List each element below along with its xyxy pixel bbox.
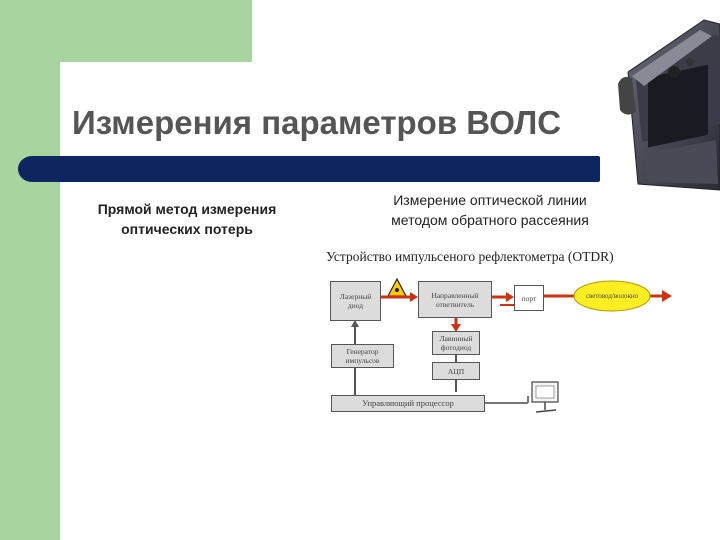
right-column-line-1: Измерение оптической линии — [393, 192, 587, 208]
slide-title: Измерения параметров ВОЛС — [72, 104, 562, 141]
right-column-heading: Измерение оптической линии методом обрат… — [350, 190, 630, 230]
title-underline-bar — [32, 156, 600, 182]
title-underline-dot — [18, 156, 46, 182]
block-adc: АЦП — [432, 362, 480, 380]
block-control-processor: Управляющий процессор — [331, 395, 485, 412]
left-column-line-2: оптических потерь — [121, 221, 253, 237]
otdr-device-image — [618, 19, 720, 191]
decor-green-left — [0, 0, 60, 540]
left-column-heading: Прямой метод измерения оптических потерь — [62, 199, 312, 239]
left-column-line-1: Прямой метод измерения — [97, 201, 277, 217]
block-port: порт — [514, 285, 544, 311]
diagram-title: Устройство импульсеного рефлектометра (O… — [326, 249, 614, 264]
fiber-label: световод/волокно — [585, 291, 639, 300]
right-column-line-2: методом обратного рассеяния — [391, 212, 589, 228]
